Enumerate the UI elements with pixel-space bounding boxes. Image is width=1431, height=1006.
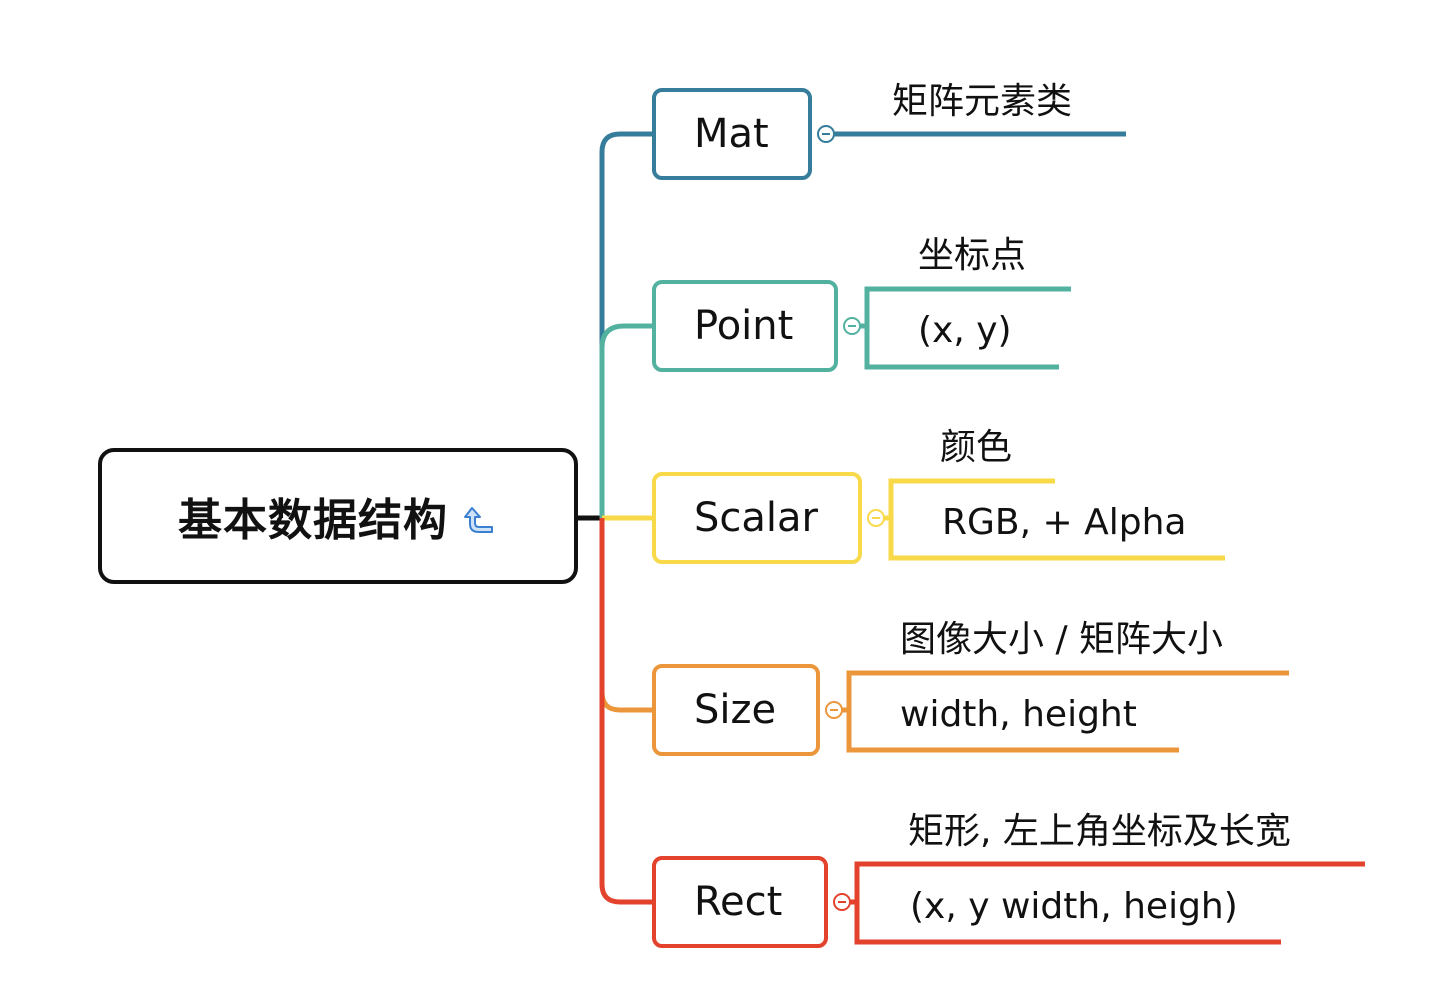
size-connector (599, 518, 652, 713)
branch-label-rect: Rect (694, 879, 783, 925)
refresh-arrow-icon[interactable] (462, 502, 498, 538)
rect-detail: (x, y width, heigh) (910, 886, 1238, 927)
scalar-desc: 颜色 (940, 427, 1013, 468)
size-detail: width, height (900, 694, 1137, 735)
point-desc: 坐标点 (918, 235, 1027, 276)
rect-connector (599, 518, 652, 905)
size-desc: 图像大小 / 矩阵大小 (900, 619, 1224, 660)
branch-node-mat[interactable]: Mat (652, 88, 812, 180)
rect-desc: 矩形, 左上角坐标及长宽 (908, 811, 1291, 852)
mat-desc: 矩阵元素类 (892, 81, 1073, 122)
point-connector (599, 323, 652, 518)
branch-label-scalar: Scalar (694, 495, 818, 541)
branch-node-point[interactable]: Point (652, 280, 838, 372)
root-node[interactable]: 基本数据结构 (98, 448, 578, 584)
mat-connector (599, 131, 652, 518)
point-detail: (x, y) (918, 310, 1012, 351)
mat-collapse-toggle[interactable] (817, 125, 835, 143)
branch-label-point: Point (694, 303, 794, 349)
root-title: 基本数据结构 (178, 495, 448, 546)
branch-node-rect[interactable]: Rect (652, 856, 828, 948)
scalar-detail: RGB, + Alpha (942, 502, 1187, 543)
branch-label-size: Size (694, 687, 777, 733)
branch-node-scalar[interactable]: Scalar (652, 472, 862, 564)
size-collapse-toggle[interactable] (825, 701, 843, 719)
rect-collapse-toggle[interactable] (833, 893, 851, 911)
point-collapse-toggle[interactable] (843, 317, 861, 335)
scalar-collapse-toggle[interactable] (867, 509, 885, 527)
branch-node-size[interactable]: Size (652, 664, 820, 756)
branch-label-mat: Mat (694, 111, 769, 157)
